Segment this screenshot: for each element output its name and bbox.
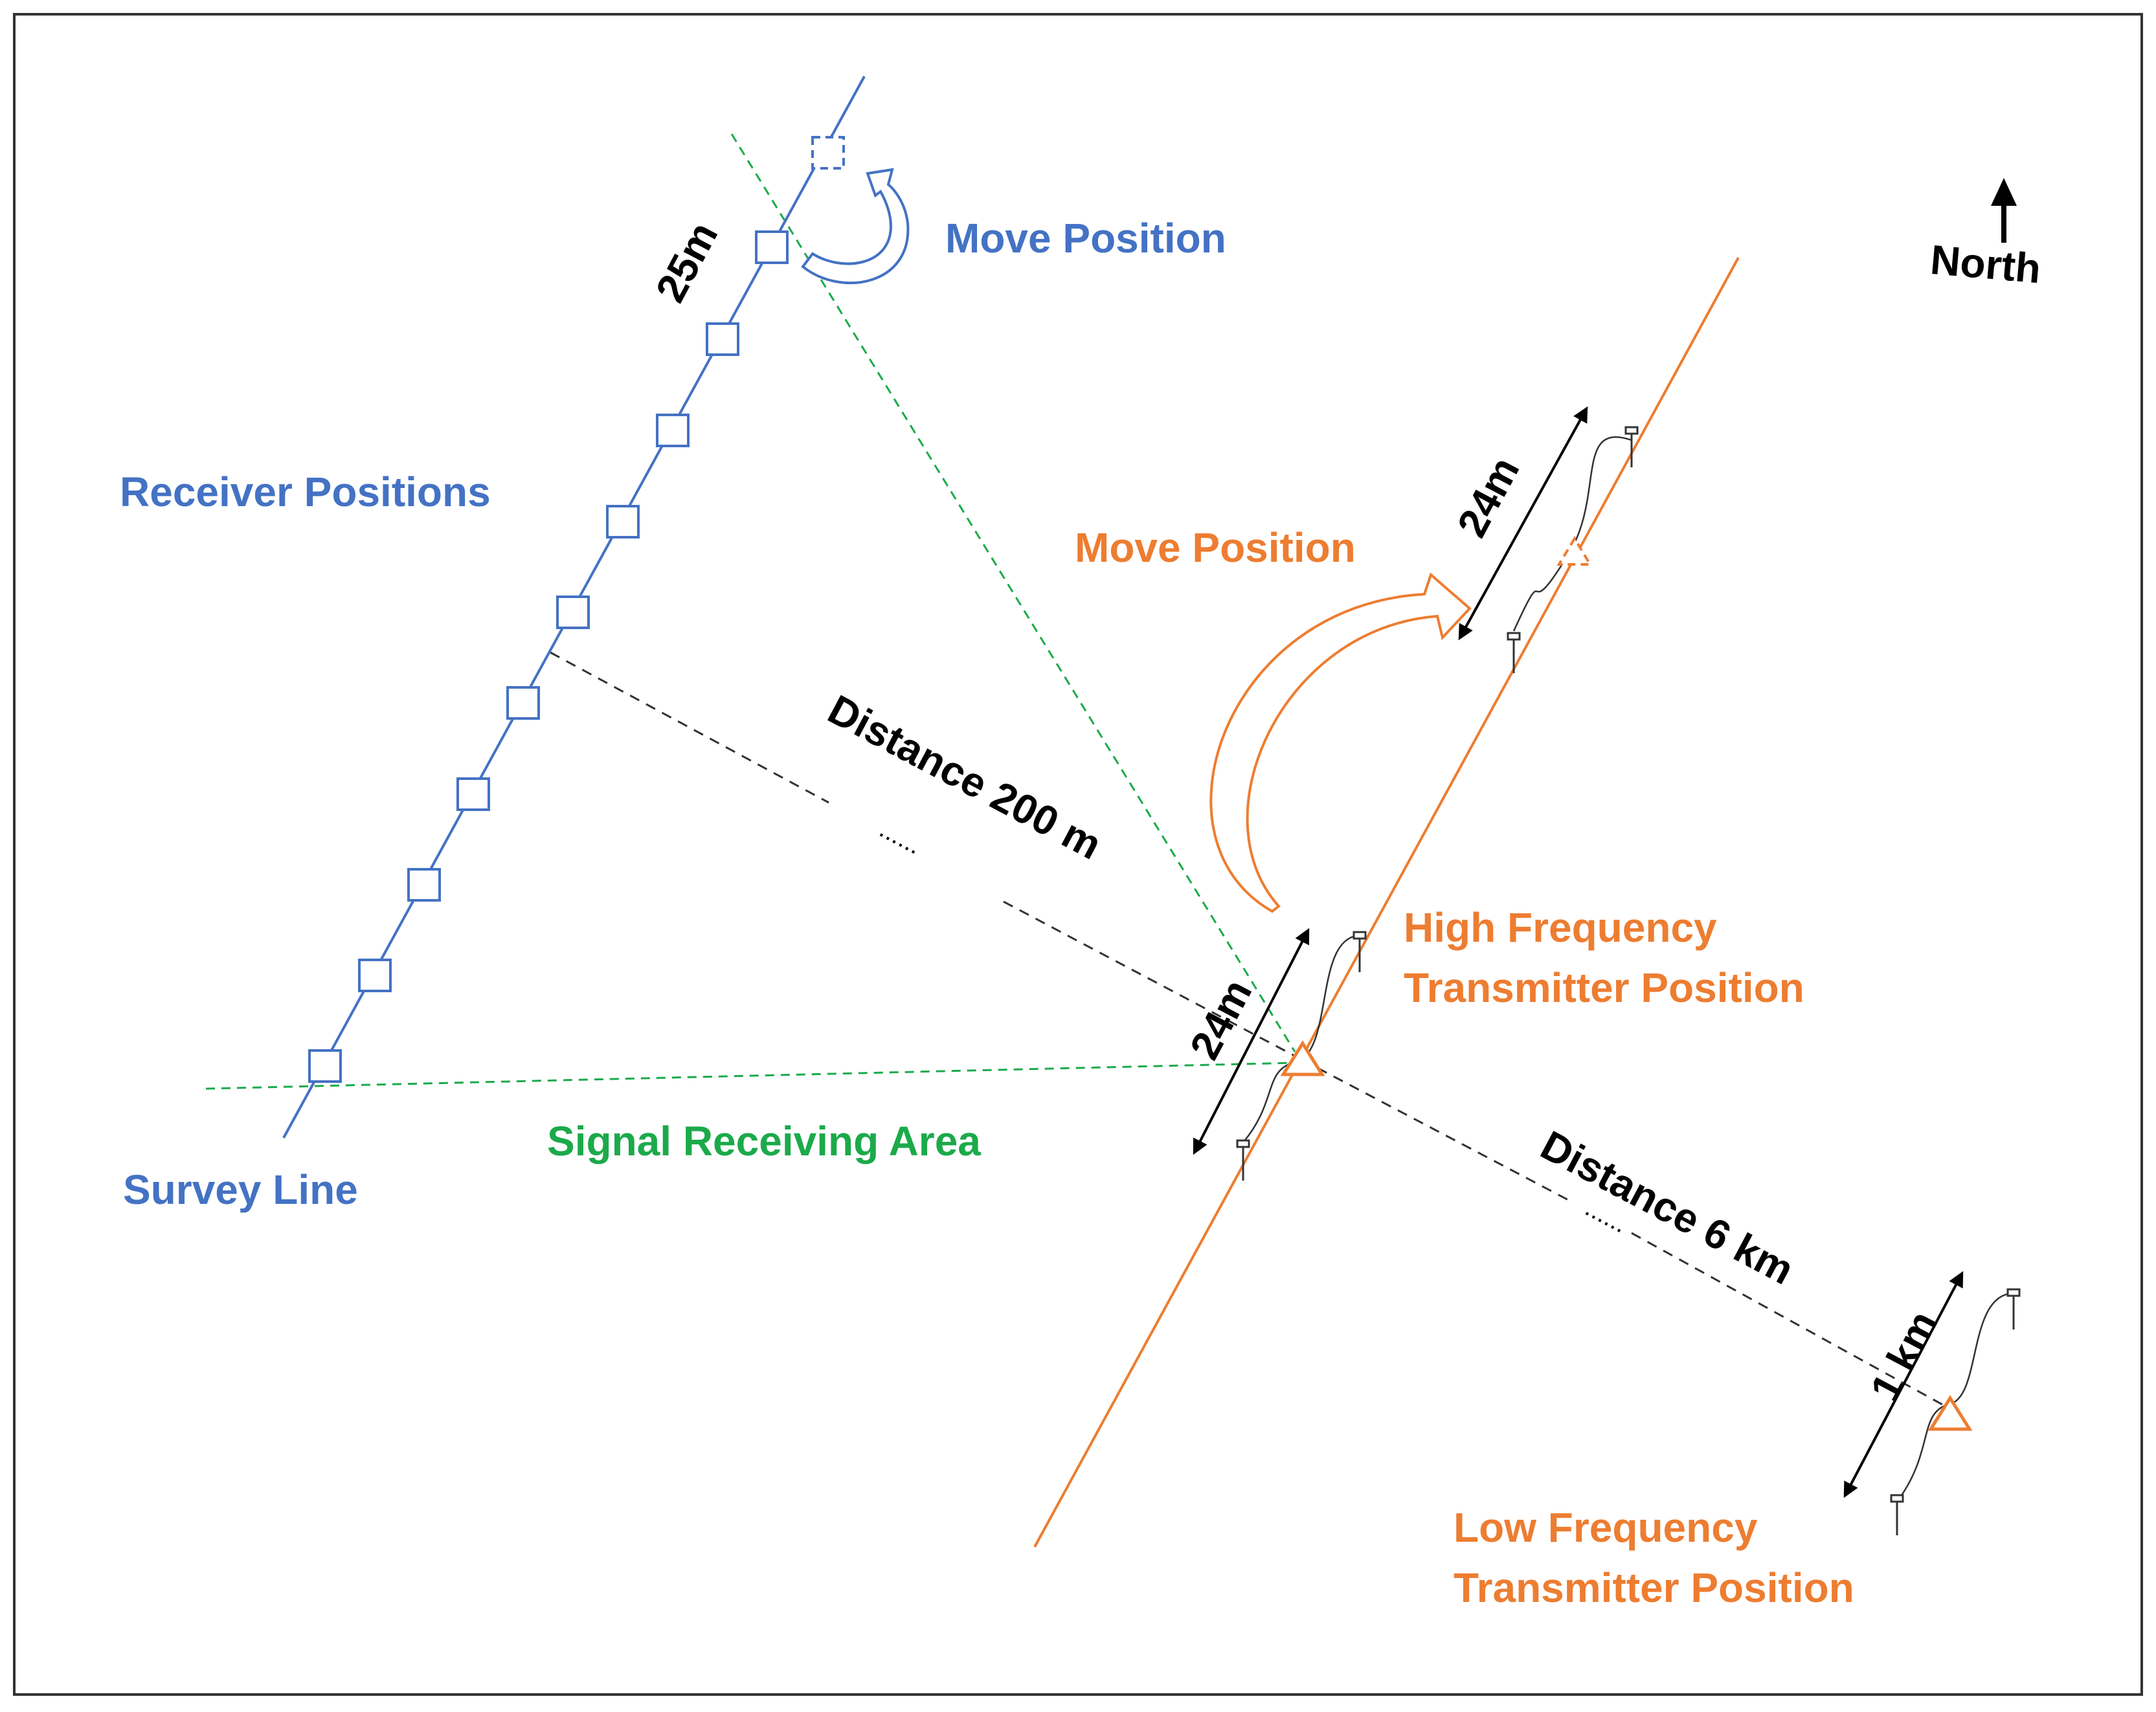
dimension-arrows (1193, 406, 1964, 1498)
high-frequency-label-line2: Transmitter Position (1404, 964, 1804, 1011)
signal-receiving-area-label: Signal Receiving Area (547, 1118, 981, 1164)
low-frequency-label-line1: Low Frequency (1454, 1504, 1758, 1551)
high-frequency-label-line1: High Frequency (1404, 904, 1717, 951)
move-dipole-length-label: 24m (1448, 449, 1529, 544)
transmitter-move-target-icon (1556, 536, 1593, 566)
electrode-stake-icon (1236, 1139, 1250, 1181)
lf-dipole-length-label: 1 km (1861, 1303, 1947, 1408)
distance-6km-label: Distance 6 km (1533, 1122, 1801, 1294)
diagram-frame (13, 13, 2143, 1696)
hf-dipole-length-label: 24m (1181, 972, 1261, 1067)
survey-line-label: Survey Line (123, 1166, 358, 1213)
high-frequency-transmitter-icon (1280, 1040, 1325, 1076)
curved-move-arrow-icon (1209, 572, 1472, 913)
receiver-icon (407, 868, 441, 902)
receiver-icon (456, 777, 490, 811)
electrode-stake-icon (1353, 931, 1367, 972)
signal-receiving-area-lines (205, 133, 1296, 1090)
receiver-icon (755, 230, 789, 264)
north-arrow-icon (1991, 178, 2017, 243)
north-label: North (1929, 236, 2043, 293)
receiver-positions-label: Receiver Positions (120, 469, 491, 515)
electrode-stake-icon (2006, 1288, 2021, 1329)
electrode-stake-icon (1890, 1494, 1904, 1535)
ellipsis-hf: ...... (875, 814, 926, 860)
receiver-move-target-icon (811, 136, 845, 170)
receiver-icon (606, 505, 640, 539)
curved-move-arrow-icon (801, 168, 910, 285)
receiver-spacing-label: 25m (647, 214, 727, 309)
receiver-icon (358, 959, 392, 992)
transmitter-line (1033, 257, 1740, 1548)
electrodes (1236, 426, 2021, 1535)
receiver-icon (308, 1049, 342, 1083)
low-frequency-label-line2: Transmitter Position (1454, 1564, 1854, 1611)
receiver-icon (656, 414, 690, 447)
move-position-receiver-label: Move Position (945, 215, 1226, 261)
receiver-positions (308, 230, 789, 1083)
low-frequency-transmitter-icon (1927, 1395, 1973, 1431)
move-position-transmitter-label: Move Position (1075, 524, 1356, 571)
receiver-icon (506, 686, 540, 720)
electrode-stake-icon (1624, 426, 1639, 467)
receiver-icon (556, 595, 590, 629)
receiver-icon (706, 322, 739, 356)
distance-200m-label: Distance 200 m (821, 685, 1109, 868)
electrode-stake-icon (1507, 632, 1521, 673)
